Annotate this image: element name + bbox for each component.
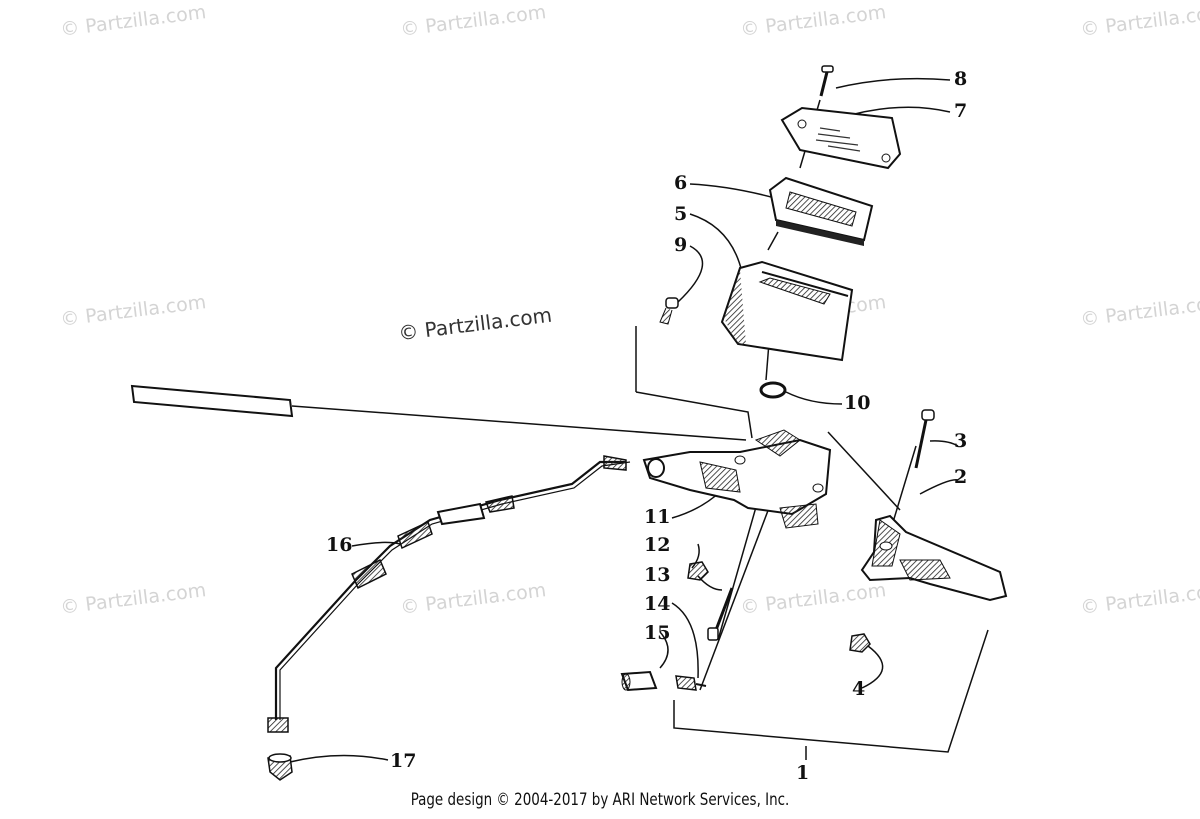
- handlebar-grip: [130, 384, 747, 441]
- reservoir-gasket: [768, 176, 874, 246]
- clamp-nut: [687, 561, 709, 581]
- callout-1: 1: [796, 762, 810, 784]
- callout-11: 11: [644, 506, 671, 528]
- callout-3: 3: [954, 430, 968, 452]
- callout-16: 16: [326, 534, 353, 556]
- leader-lines: [289, 77, 989, 763]
- callout-14: 14: [644, 593, 671, 615]
- reservoir: [720, 260, 854, 362]
- callout-6: 6: [674, 172, 688, 194]
- callout-10: 10: [844, 392, 871, 414]
- callout-17: 17: [390, 750, 417, 772]
- lever-pivot-bolt: [914, 409, 935, 469]
- clamp-bolt: [707, 587, 734, 641]
- callout-2: 2: [954, 466, 968, 488]
- washer: [759, 381, 787, 399]
- brake-line: [267, 455, 631, 733]
- master-cylinder-body: [642, 429, 832, 529]
- callout-8: 8: [954, 68, 968, 90]
- callout-13: 13: [644, 564, 671, 586]
- page-footer: Page design © 2004-2017 by ARI Network S…: [410, 790, 790, 810]
- switch-boot: [620, 670, 658, 692]
- callout-9: 9: [674, 234, 688, 256]
- banjo-fitting: [267, 753, 293, 781]
- cover-screw: [819, 65, 834, 97]
- callout-5: 5: [674, 203, 688, 225]
- callout-12: 12: [644, 534, 671, 556]
- mounting-screw: [659, 297, 679, 325]
- lever-nut: [849, 633, 871, 653]
- reservoir-cover: [780, 106, 902, 170]
- brake-lever: [860, 514, 1008, 602]
- callout-15: 15: [644, 622, 671, 644]
- callout-7: 7: [954, 100, 968, 122]
- brake-switch: [675, 675, 707, 691]
- callout-4: 4: [852, 678, 866, 700]
